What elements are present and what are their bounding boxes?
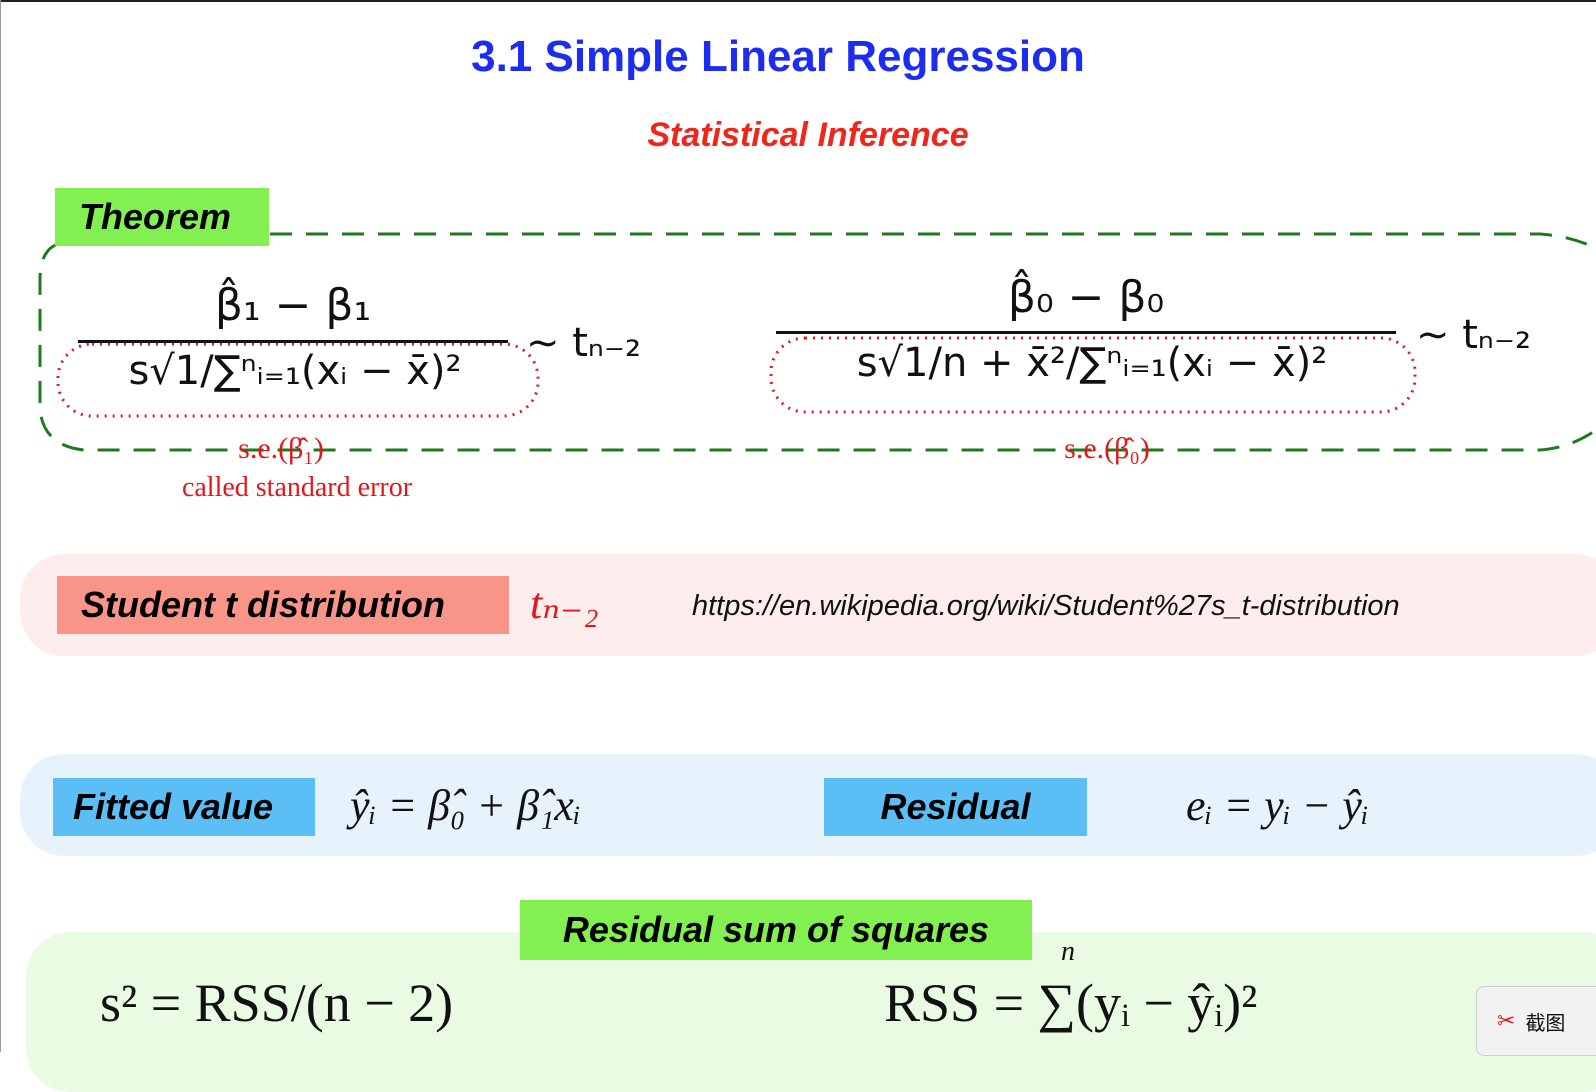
rss-sum-upper-limit: n: [1061, 936, 1075, 967]
theorem-right-numerator: β̂₀ − β₀: [1007, 272, 1165, 323]
student-t-wikipedia-link[interactable]: https://en.wikipedia.org/wiki/Student%27…: [692, 590, 1400, 622]
residual-label: Residual: [824, 778, 1087, 836]
student-t-symbol: tₙ₋₂: [530, 579, 599, 628]
rss-formula: RSS = ∑(yᵢ − ŷᵢ)²: [884, 973, 1258, 1033]
screenshot-tool-label: 截图: [1525, 1010, 1566, 1035]
scissors-icon: ✂: [1497, 1008, 1516, 1034]
theorem-left-denominator: s√1/∑ⁿᵢ₌₁(xᵢ − x̄)²: [128, 348, 462, 394]
theorem-right-se-label: s.e.(β̂₀): [1064, 432, 1150, 465]
theorem-label: Theorem: [55, 188, 269, 246]
theorem-frame: [38, 232, 1596, 452]
theorem-left-fraction-bar: [78, 340, 508, 343]
theorem-right-distribution: ∼ tₙ₋₂: [1416, 312, 1531, 358]
residual-formula: eᵢ = yᵢ − ŷᵢ: [1186, 781, 1369, 830]
fitted-value-formula: ŷᵢ = β̂₀ + β̂₁xᵢ: [350, 781, 581, 830]
theorem-label-text: Theorem: [79, 196, 232, 237]
rss-label-text: Residual sum of squares: [562, 909, 990, 950]
theorem-right-fraction-bar: [776, 331, 1396, 334]
standard-error-caption: called standard error: [181, 472, 413, 503]
slide-title: 3.1 Simple Linear Regression: [471, 32, 1085, 81]
screenshot-tool-button[interactable]: ✂ 截图: [1476, 986, 1596, 1056]
theorem-left-distribution: ∼ tₙ₋₂: [526, 320, 641, 366]
fitted-value-label: Fitted value: [53, 778, 315, 836]
left-border: [0, 0, 1, 1052]
s-squared-formula: s² = RSS/(n − 2): [100, 973, 454, 1033]
theorem-left-numerator: β̂₁ − β₁: [214, 280, 372, 331]
theorem-left-se-label: s.e.(β̂₁): [238, 432, 324, 465]
slide-subtitle: Statistical Inference: [647, 116, 969, 154]
student-t-label: Student t distribution: [57, 576, 509, 634]
rss-label: Residual sum of squares: [520, 900, 1032, 960]
theorem-right-denominator: s√1/n + x̄²/∑ⁿᵢ₌₁(xᵢ − x̄)²: [856, 340, 1328, 386]
residual-label-text: Residual: [880, 786, 1031, 827]
fitted-value-label-text: Fitted value: [73, 786, 274, 827]
student-t-label-text: Student t distribution: [81, 584, 445, 625]
top-border: [0, 0, 1596, 2]
